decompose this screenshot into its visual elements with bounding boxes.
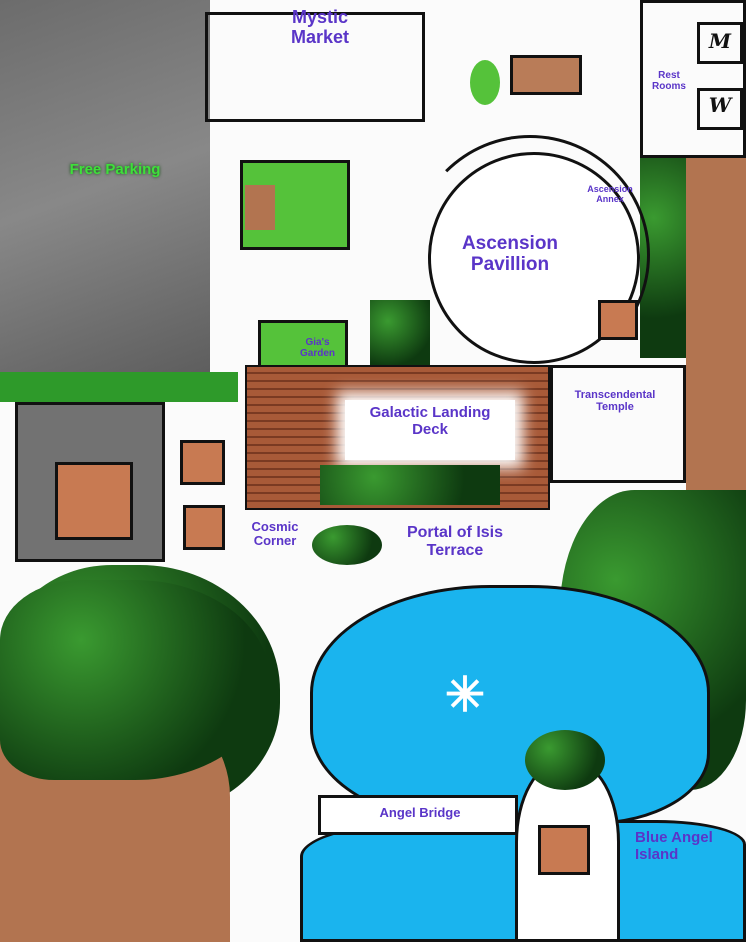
womens-restroom[interactable] bbox=[697, 88, 743, 130]
cosmic-corner-palm bbox=[312, 525, 382, 565]
deck-hedge bbox=[320, 465, 500, 505]
ascension-annex-arc bbox=[410, 135, 650, 375]
southwest-foliage-front bbox=[0, 580, 270, 780]
transcendental-temple[interactable] bbox=[550, 365, 686, 483]
fountain-icon: ✳ bbox=[444, 669, 486, 722]
west-kiosk-2 bbox=[183, 505, 225, 550]
angel-bridge-label: Angel Bridge bbox=[379, 805, 461, 820]
free-parking-label: Free Parking bbox=[69, 161, 161, 178]
galactic-landing-deck-label: Galactic Landing Deck bbox=[369, 404, 491, 438]
market-planting bbox=[470, 60, 500, 105]
mystic-market-label: Mystic Market bbox=[290, 7, 350, 47]
island-kiosk bbox=[538, 825, 590, 875]
west-hedge-top bbox=[0, 372, 238, 402]
restrooms-building[interactable] bbox=[640, 0, 746, 158]
mens-restroom[interactable] bbox=[697, 22, 743, 64]
market-booth bbox=[510, 55, 582, 95]
pavillion-kiosk bbox=[598, 300, 638, 340]
deck-highlight bbox=[345, 400, 515, 460]
pavillion-hedge bbox=[370, 300, 430, 370]
west-building-roof bbox=[55, 462, 133, 540]
portal-of-isis-terrace-label: Portal of Isis Terrace bbox=[406, 524, 504, 559]
gias-garden-label: Gia's Garden bbox=[299, 337, 335, 359]
north-bed-soil bbox=[245, 185, 275, 230]
transcendental-temple-label: Transcendental Temple bbox=[574, 389, 656, 414]
rest-rooms-label: Rest Rooms bbox=[652, 70, 686, 92]
mystic-market-building[interactable] bbox=[205, 12, 425, 122]
pond[interactable] bbox=[310, 585, 710, 825]
blue-angel-island-label: Blue Angel Island bbox=[635, 829, 713, 863]
west-kiosk-1 bbox=[180, 440, 225, 485]
mens-restroom-sign: M bbox=[708, 29, 732, 53]
ascension-annex-label: Ascension Annex bbox=[587, 184, 633, 204]
womens-restroom-sign: W bbox=[708, 93, 732, 117]
island-palm bbox=[525, 730, 605, 790]
cosmic-corner-label: Cosmic Corner bbox=[251, 519, 299, 549]
free-parking-lot[interactable] bbox=[0, 0, 210, 372]
ascension-pavillion-label: Ascension Pavillion bbox=[461, 233, 559, 275]
east-earth-strip bbox=[686, 158, 746, 498]
